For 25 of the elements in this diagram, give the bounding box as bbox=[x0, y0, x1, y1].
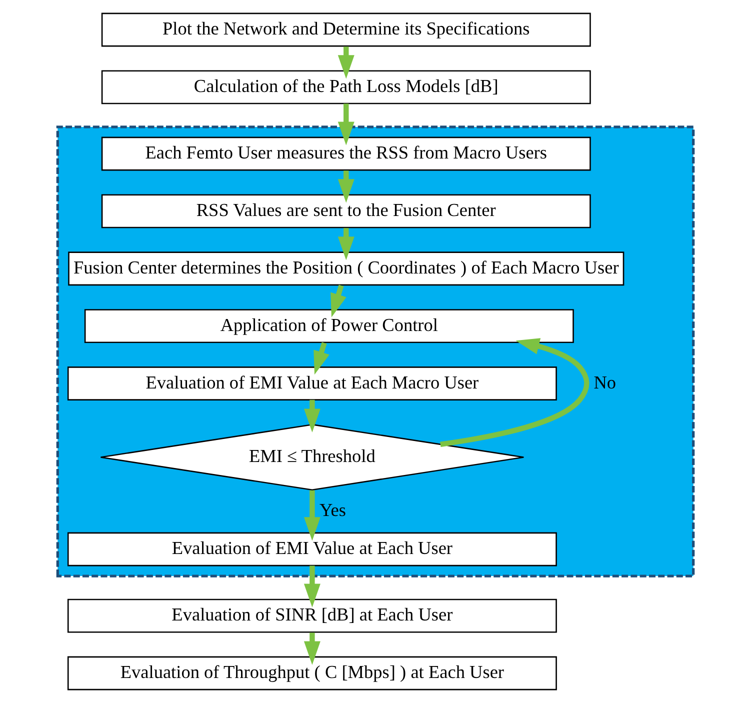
node-diamond: EMI ≤ Threshold bbox=[100, 424, 524, 491]
node-box: Each Femto User measures the RSS from Macro Users bbox=[101, 136, 591, 171]
edge-label: No bbox=[594, 372, 616, 392]
arrow bbox=[440, 338, 590, 447]
arrow bbox=[304, 400, 320, 432]
node-box: Plot the Network and Determine its Specifications bbox=[101, 12, 591, 47]
arrow bbox=[304, 632, 320, 665]
node-box: RSS Values are sent to the Fusion Center bbox=[101, 194, 591, 228]
edge-label: Yes bbox=[319, 500, 346, 520]
node-box: Evaluation of Throughput ( C [Mbps] ) at Each User bbox=[67, 656, 557, 690]
node-box: Evaluation of SINR [dB] at Each User bbox=[67, 598, 557, 633]
node-box: Calculation of the Path Loss Models [dB] bbox=[101, 70, 591, 104]
node-box: Fusion Center determines the Position ( Coordinates ) of Each Macro User bbox=[68, 252, 624, 286]
arrow bbox=[314, 342, 330, 375]
node-box: Evaluation of EMI Value at Each User bbox=[67, 532, 557, 566]
arrow bbox=[304, 566, 320, 608]
arrow bbox=[338, 104, 354, 146]
arrow bbox=[338, 228, 354, 260]
arrow bbox=[330, 284, 346, 318]
arrow bbox=[338, 46, 354, 79]
node-box: Evaluation of EMI Value at Each Macro User bbox=[67, 366, 557, 400]
node-box: Application of Power Control bbox=[84, 309, 574, 344]
arrow bbox=[338, 170, 354, 203]
cluster bbox=[56, 126, 695, 578]
arrow bbox=[304, 490, 320, 541]
